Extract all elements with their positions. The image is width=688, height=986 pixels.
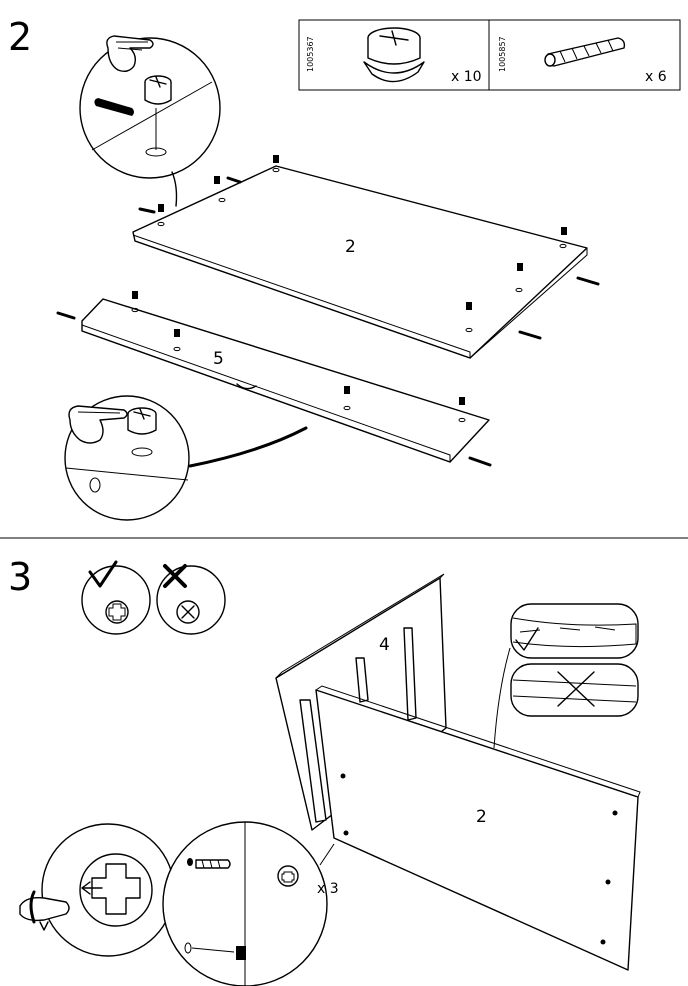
edge-correct-detail bbox=[510, 603, 639, 659]
dowel-quantity: x 6 bbox=[645, 69, 667, 85]
cam-lock-icon bbox=[363, 27, 425, 83]
cam-lock-quantity: x 10 bbox=[451, 69, 482, 85]
holes-panel-2-step3 bbox=[340, 773, 618, 945]
panel-5: 5 bbox=[56, 291, 492, 467]
step-3-number: 3 bbox=[8, 555, 32, 599]
dowels-panel-5 bbox=[56, 311, 492, 467]
x3-leader-line bbox=[319, 843, 335, 866]
panel-2-step2: 2 bbox=[132, 155, 600, 359]
incorrect-orientation bbox=[156, 564, 226, 635]
quantity-x3: x 3 bbox=[317, 881, 339, 897]
panel-2-label-step3: 2 bbox=[476, 807, 487, 827]
leader-line-bottom bbox=[188, 426, 308, 468]
pointing-hand-icon bbox=[106, 35, 154, 73]
dowel-code: 1005857 bbox=[498, 36, 507, 72]
cam-lock-detail-icon bbox=[144, 75, 172, 105]
cam-pegs-panel-5 bbox=[131, 291, 466, 423]
dowel-insert-detail bbox=[162, 821, 328, 986]
step-2-number: 2 bbox=[8, 15, 32, 59]
screw-detail-left bbox=[19, 823, 175, 957]
leader-line-top bbox=[171, 171, 178, 207]
correct-orientation bbox=[81, 560, 151, 635]
panel-5-label: 5 bbox=[213, 349, 224, 369]
detail-circle-bottom bbox=[64, 395, 190, 521]
cross-mark-icon bbox=[163, 564, 187, 588]
wooden-dowel-icon bbox=[544, 37, 626, 67]
cam-lock-detail-icon-2 bbox=[127, 407, 157, 435]
hardware-box: 1005367 x 10 1005857 x 6 bbox=[298, 19, 681, 91]
panel-4-label: 4 bbox=[379, 635, 390, 655]
panel-4: 4 bbox=[275, 573, 447, 831]
step-3: 3 4 2 bbox=[8, 555, 641, 986]
detail-circle-top bbox=[79, 35, 221, 179]
panel-2-label-step2: 2 bbox=[345, 237, 356, 257]
edge-leader-line bbox=[493, 647, 511, 749]
dowel-detail-icon bbox=[94, 98, 134, 116]
cam-pegs-panel-2 bbox=[157, 155, 567, 333]
check-mark-icon bbox=[88, 560, 118, 588]
cam-lock-code: 1005367 bbox=[306, 36, 315, 72]
pointing-hand-icon-2 bbox=[68, 405, 128, 444]
panel-2-step3: 2 bbox=[315, 685, 641, 971]
step-2: 2 1005367 x 10 1005857 x 6 bbox=[8, 15, 681, 521]
screwdriver-hand-icon bbox=[19, 890, 70, 931]
edge-incorrect-detail bbox=[510, 663, 639, 717]
dowels-panel-2 bbox=[138, 176, 600, 340]
